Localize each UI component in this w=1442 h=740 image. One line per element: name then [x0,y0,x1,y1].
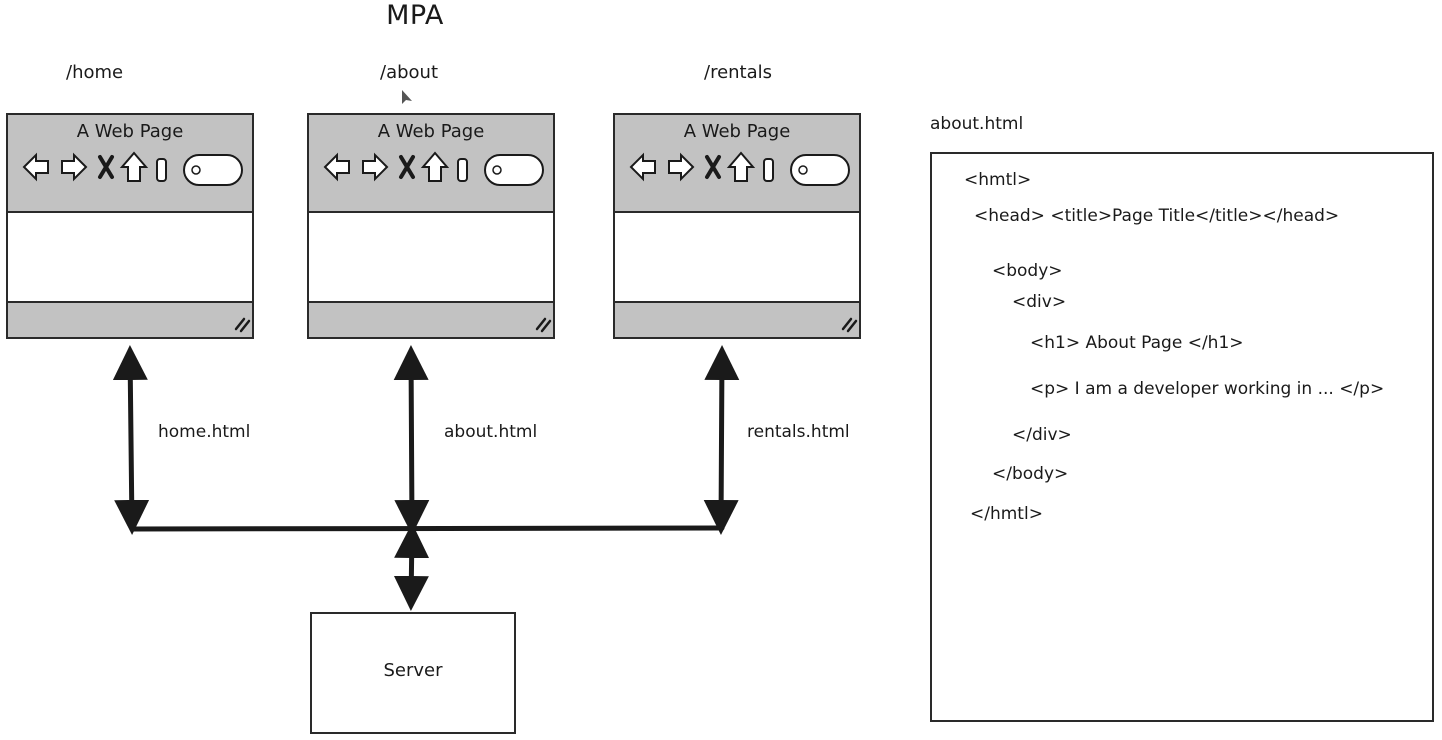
server-box: Server [310,612,516,734]
code-line: </body> [992,464,1069,484]
code-panel: <hmtl> <head> <title>Page Title</title><… [930,152,1434,722]
browser-chrome: A Web Page [615,115,859,213]
code-line: <body> [992,261,1063,281]
code-line: </div> [1012,425,1072,445]
resize-grip-icon [234,317,251,333]
browser-content [8,213,252,301]
route-about-label: /about [380,62,438,83]
code-line: <h1> About Page </h1> [1030,333,1244,353]
home-arrow-icon [420,151,450,182]
code-file-label: about.html [930,114,1024,134]
route-rentals-label: /rentals [704,62,773,83]
arrow-server [393,523,430,611]
browser-toolbar-icons [629,151,850,186]
arrow-about [393,345,430,535]
browser-toolbar-icons [323,151,544,186]
browser-statusbar [309,301,553,337]
browser-about: A Web Page [307,113,555,339]
home-arrow-icon [119,151,149,182]
search-box-icon [183,154,243,186]
edge-label-about: about.html [444,422,538,442]
forward-arrow-icon [61,152,88,182]
edge-label-rentals: rentals.html [747,422,850,442]
magnifier-icon [798,165,808,175]
browser-toolbar-icons [22,151,243,186]
address-bar-icon [457,158,468,182]
code-line: <hmtl> [964,170,1032,190]
browser-chrome: A Web Page [8,115,252,213]
code-line: <div> [1012,292,1067,312]
address-bar-icon [763,158,774,182]
bus-line [129,525,725,532]
server-label: Server [383,660,443,681]
code-line: <p> I am a developer working in ... </p> [1030,379,1385,399]
arrow-home [112,345,150,535]
browser-content [615,213,859,301]
search-box-icon [484,154,544,186]
magnifier-icon [191,165,201,175]
magnifier-icon [492,165,502,175]
browser-page-title: A Web Page [377,121,485,142]
code-line: <head> <title>Page Title</title></head> [974,206,1340,226]
browser-statusbar [615,301,859,337]
browser-chrome: A Web Page [309,115,553,213]
back-arrow-icon [22,152,49,182]
route-home-label: /home [66,62,124,83]
back-arrow-icon [323,152,350,182]
stop-icon [98,155,114,179]
edge-label-home: home.html [158,422,251,442]
browser-page-title: A Web Page [76,121,184,142]
browser-content [309,213,553,301]
browser-page-title: A Web Page [683,121,791,142]
arrow-rentals [703,345,740,535]
resize-grip-icon [535,317,552,333]
stop-icon [399,155,415,179]
cursor-icon [402,90,412,104]
browser-statusbar [8,301,252,337]
forward-arrow-icon [362,152,389,182]
forward-arrow-icon [668,152,695,182]
diagram-title: MPA [386,0,444,31]
stop-icon [705,155,721,179]
code-line: </hmtl> [970,504,1043,524]
search-box-icon [790,154,850,186]
resize-grip-icon [841,317,858,333]
back-arrow-icon [629,152,656,182]
address-bar-icon [156,158,167,182]
browser-rentals: A Web Page [613,113,861,339]
home-arrow-icon [726,151,756,182]
browser-home: A Web Page [6,113,254,339]
